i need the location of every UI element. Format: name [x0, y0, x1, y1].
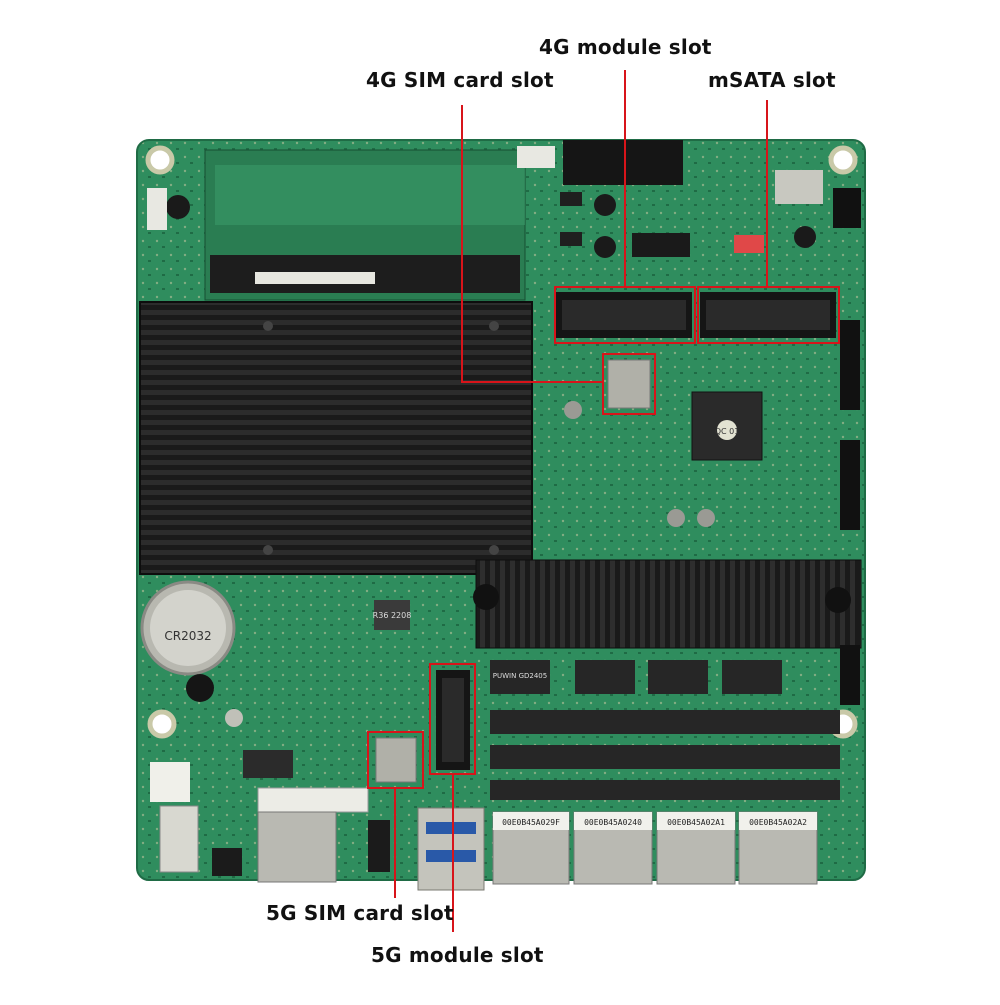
inductor-marking: R36 2208: [373, 611, 412, 620]
sim-5g-label: 5G SIM card slot: [266, 901, 454, 925]
slots: [436, 292, 836, 770]
sim-4g-highlight: [602, 353, 656, 415]
chip-marking: QC 01: [715, 427, 740, 436]
sim-4g-leader: [461, 105, 603, 383]
mac-label-3: 00E0B45A02A1: [667, 818, 725, 827]
module-4g-label: 4G module slot: [539, 35, 712, 59]
sodimm-slot: [204, 149, 526, 301]
mac-label-4: 00E0B45A02A2: [749, 818, 807, 827]
buzzer: [186, 674, 214, 702]
components: [147, 140, 861, 802]
module-5g-label: 5G module slot: [371, 943, 544, 967]
rear-io: 00E0B45A029F 00E0B45A0240 00E0B45A02A1 0…: [159, 787, 818, 891]
lan-magnetics: [490, 710, 840, 800]
mac-label-1: 00E0B45A029F: [502, 818, 560, 827]
lan-chip-marking: PUWIN GD2405: [493, 672, 547, 680]
sim-4g-label: 4G SIM card slot: [366, 68, 554, 92]
battery-marking: CR2032: [164, 629, 211, 643]
msata-label: mSATA slot: [708, 68, 836, 92]
callout-annotations: [367, 70, 840, 932]
chipset-heatsink: [473, 559, 862, 649]
sim-slots: [375, 359, 651, 783]
cmos-battery: CR2032: [140, 580, 236, 676]
cpu-heatsink: [139, 301, 533, 575]
mac-label-2: 00E0B45A0240: [584, 818, 642, 827]
msata-highlight: [697, 286, 840, 344]
chips: [243, 391, 782, 778]
